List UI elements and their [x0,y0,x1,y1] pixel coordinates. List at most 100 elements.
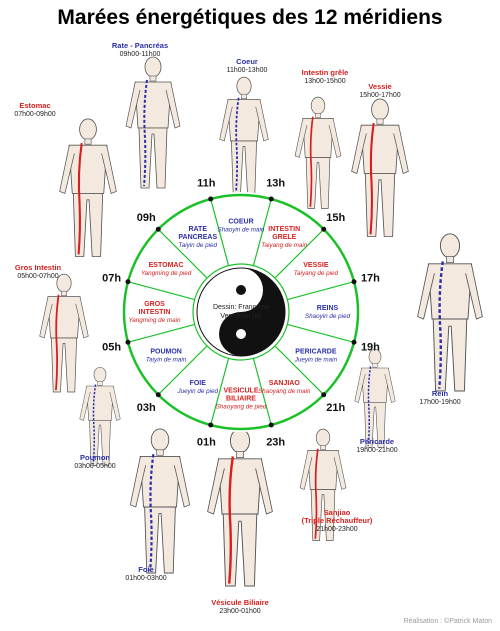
wheel-divider [274,228,325,279]
figure-legs [89,420,111,466]
figure-head [236,76,252,96]
meridian-subtitle: Jueyin de pied [176,388,218,395]
figure-torso [217,458,263,515]
figure-torso [47,296,81,339]
figure-neck [320,445,326,450]
yin-half [219,268,285,356]
meridian-subtitle: Shaoyang de main [258,388,311,395]
figure-legs [231,140,257,196]
meridian-line [309,116,314,207]
figure-neck [315,113,321,118]
figure-legs [222,513,258,587]
meridian-line [369,122,375,235]
figure-neck [97,381,103,386]
meridian-name: VESICULE [223,388,258,395]
figure-time-label: 03h00-05h00 [74,463,115,470]
hour-label: 03h [137,402,156,414]
figure-neck [156,449,164,456]
meridian-subtitle: Shaoyin de pied [305,313,351,320]
figure-right-arm [101,146,117,194]
figure-name-label: Estomac [19,101,50,110]
figure-head [310,96,326,115]
hour-label: 19h [361,342,380,354]
wheel-divider [252,198,272,266]
hour-label: 13h [266,178,285,190]
figure-name-label: Foie [138,565,153,574]
figure-name-label: Rein [432,389,449,398]
meridian-subtitle: Taiyang de main [261,242,307,249]
figure-time-label: 15h00-17h00 [359,92,400,99]
figure-head [229,428,251,454]
figure-head [150,428,170,452]
figure-name-label: Péricarde [360,437,394,446]
meridian-line [228,456,234,584]
body-figure [354,348,396,448]
meridian-name: ESTOMAC [149,262,184,269]
wheel-divider [157,345,208,396]
figure-head [371,98,389,121]
figure-name-label: Gros Intestin [15,263,62,272]
figure-time-label: 19h00-21h00 [356,447,397,454]
figure-left-arm [219,100,233,142]
meridian-name: GRELE [272,234,296,241]
hour-label: 21h [326,402,345,414]
figure-name-label: (Triple Réchauffeur) [302,516,373,525]
meridian-subtitle: Taiyin de main [146,356,187,363]
figure-time-label: 21h00-23h00 [316,526,357,533]
figure-legs [432,318,468,392]
meridian-subtitle: Shaoyang de pied [216,404,267,411]
hour-label: 07h [102,272,121,284]
meridian-line [92,384,97,465]
meridian-subtitle: Jueyin de main [294,356,338,363]
figure-torso [68,144,108,194]
figure-time-label: 05h00-07h00 [17,273,58,280]
hour-label: 09h [137,212,156,224]
figure-name-label: Rate - Pancréas [112,41,168,50]
wheel-divider [210,358,230,426]
meridian-name: FOIE [190,380,207,387]
center-credit-line1: Dessin: Françoise [213,304,269,311]
figure-neck [372,363,378,368]
figure-torso [134,81,172,129]
figure-left-arm [351,126,367,174]
hour-tick [321,392,327,398]
figure-time-label: 01h00-03h00 [125,575,166,582]
hour-tick [351,339,357,345]
meridian-subtitle: Taiyin de pied [178,242,217,249]
figure-right-arm [393,126,409,174]
figure-neck [446,256,454,263]
hour-tick [268,196,274,202]
body-figure [299,428,347,541]
meridian-line [438,261,444,389]
body-figure [219,76,269,196]
figure-legs [305,157,331,209]
figure-neck [84,138,92,145]
figure-name-label: Vessie [368,82,391,91]
wheel-divider [274,345,325,396]
figure-name-label: Sanjiao [324,508,351,517]
wheel-divider [210,198,230,266]
figure-right-arm [255,100,269,142]
meridian-name: POUMON [150,348,182,355]
figure-left-arm [294,119,308,158]
hour-label: 15h [326,212,345,224]
figure-head [144,56,162,78]
body-figure [351,98,409,237]
wheel-inner-ring [192,263,290,361]
figure-torso [427,263,473,320]
hour-tick [125,279,131,285]
hour-tick [125,339,131,345]
figure-time-label: 07h00-09h00 [14,111,55,118]
wheel-divider [287,281,355,301]
meridian-name: COEUR [228,219,253,226]
yang-dot [236,329,246,339]
meridian-subtitle: Shaoyin de main [218,227,265,234]
figure-right-arm [333,451,347,490]
meridian-name: SANJIAO [269,380,301,387]
figure-left-arm [59,146,75,194]
figure-legs [72,193,104,257]
figure-head [56,273,72,293]
figure-torso [302,118,334,158]
